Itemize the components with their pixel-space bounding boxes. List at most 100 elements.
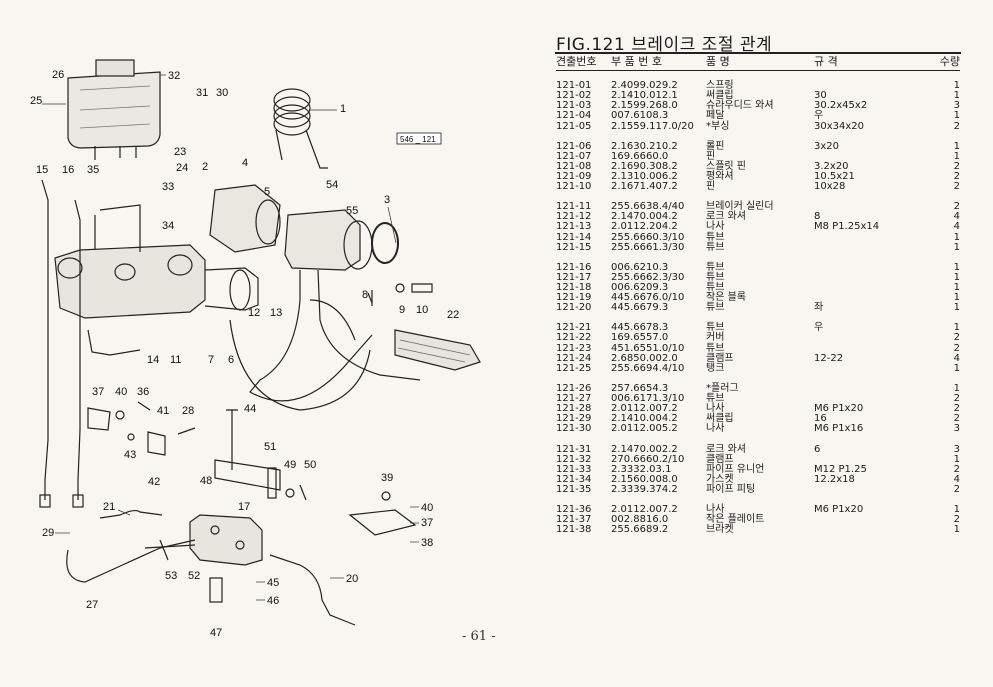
callout-23: 23 — [174, 146, 186, 158]
cell-part-number: 169.6557.0 — [611, 332, 669, 344]
callout-34: 34 — [162, 220, 174, 232]
cell-ref-number: 121-17 — [556, 271, 592, 283]
lower-brake-lines — [66, 491, 417, 626]
cell-part-name: 파이프 유니언 — [706, 463, 765, 475]
cell-ref-number: 121-14 — [556, 231, 592, 243]
cell-ref-number: 121-21 — [556, 322, 592, 334]
cell-part-name: 평와셔 — [706, 170, 734, 182]
cell-ref-number: 121-07 — [556, 150, 592, 162]
cell-part-name: 나사 — [706, 221, 725, 233]
cell-ref-number: 121-22 — [556, 332, 592, 344]
callout-49: 49 — [284, 459, 296, 471]
cell-specification — [814, 384, 924, 394]
brake-master-cylinder — [54, 204, 259, 319]
pedal-shaft-assembly — [284, 209, 373, 271]
cell-quantity: 1 — [953, 140, 960, 152]
callout-50: 50 — [304, 459, 316, 471]
cell-quantity: 2 — [953, 181, 960, 193]
cell-quantity: 4 — [953, 352, 960, 364]
callout-30: 30 — [216, 87, 228, 99]
cell-ref-number: 121-26 — [556, 382, 592, 394]
cell-quantity: 1 — [953, 362, 960, 374]
callout-40: 40 — [115, 386, 127, 398]
cell-quantity: 1 — [953, 271, 960, 283]
exploded-parts-diagram: 546 _ 121 1 2 3 4 5 6 7 8 9 10 11 12 13 … — [30, 59, 481, 639]
cell-specification — [814, 283, 924, 293]
cell-ref-number: 121-03 — [556, 100, 592, 112]
cell-specification: 10x28 — [814, 181, 846, 193]
cell-part-number: 169.6660.0 — [611, 150, 669, 162]
cell-part-number: 2.1470.004.2 — [611, 211, 678, 223]
cell-part-name: 핀 — [706, 150, 716, 162]
cell-ref-number: 121-31 — [556, 443, 592, 455]
callout-45: 45 — [267, 577, 279, 589]
cell-quantity: 3 — [953, 443, 960, 455]
cell-specification — [814, 273, 924, 283]
callout-55: 55 — [346, 205, 358, 217]
cell-part-number: 2.1470.002.2 — [611, 443, 678, 455]
cell-part-name: 슈라우디드 와셔 — [706, 100, 774, 112]
cell-quantity: 2 — [953, 403, 960, 415]
cell-ref-number: 121-19 — [556, 292, 592, 304]
cell-part-number: 2.6850.002.0 — [611, 352, 678, 364]
callout-6: 6 — [228, 354, 234, 366]
reservoir-tank — [67, 59, 161, 160]
callout-4: 4 — [242, 157, 248, 169]
callout-42: 42 — [148, 476, 160, 488]
cell-specification — [814, 333, 924, 343]
cell-specification: 8 — [814, 211, 821, 223]
cell-part-name: 클램프 — [706, 453, 734, 465]
valve-block — [189, 514, 263, 566]
cell-part-name: 튜브 — [706, 282, 725, 294]
cell-quantity: 1 — [953, 90, 960, 102]
callout-48: 48 — [200, 475, 212, 487]
cell-ref-number: 121-15 — [556, 241, 592, 253]
clamp-brackets — [87, 401, 196, 456]
callout-17: 17 — [238, 501, 250, 513]
cell-part-number: 2.1560.008.0 — [611, 473, 678, 485]
callout-12: 12 — [248, 307, 260, 319]
cell-part-number: 2.1599.268.0 — [611, 100, 678, 112]
cell-specification: M8 P1.25x14 — [814, 221, 880, 233]
cell-ref-number: 121-24 — [556, 352, 592, 364]
return-spring — [273, 88, 328, 169]
cell-quantity: 2 — [953, 342, 960, 354]
cell-quantity: 2 — [953, 393, 960, 405]
callout-51: 51 — [264, 441, 276, 453]
callout-20: 20 — [346, 573, 358, 585]
cell-part-number: 451.6551.0/10 — [611, 342, 685, 354]
cell-ref-number: 121-27 — [556, 393, 592, 405]
cell-specification: M6 P1x20 — [814, 504, 864, 516]
cell-quantity: 3 — [953, 100, 960, 112]
cell-ref-number: 121-23 — [556, 342, 592, 354]
callout-11: 11 — [170, 354, 181, 366]
cell-part-number: 2.0112.007.2 — [611, 504, 678, 516]
cell-specification: 3.2x20 — [814, 160, 849, 172]
cell-part-number: 255.6694.4/10 — [611, 362, 685, 374]
callout-22: 22 — [447, 309, 459, 321]
callout-47: 47 — [210, 627, 222, 639]
callout-33: 33 — [162, 181, 174, 193]
pedal-pad-cover — [394, 329, 481, 371]
cell-ref-number: 121-04 — [556, 110, 592, 122]
cell-part-number: 002.8816.0 — [611, 514, 669, 526]
cell-part-number: 2.0112.007.2 — [611, 403, 678, 415]
callout-1: 1 — [340, 103, 346, 115]
cell-ref-number: 121-09 — [556, 170, 592, 182]
cell-ref-number: 121-18 — [556, 282, 592, 294]
cell-quantity: 1 — [953, 322, 960, 334]
cell-ref-number: 121-13 — [556, 221, 592, 233]
